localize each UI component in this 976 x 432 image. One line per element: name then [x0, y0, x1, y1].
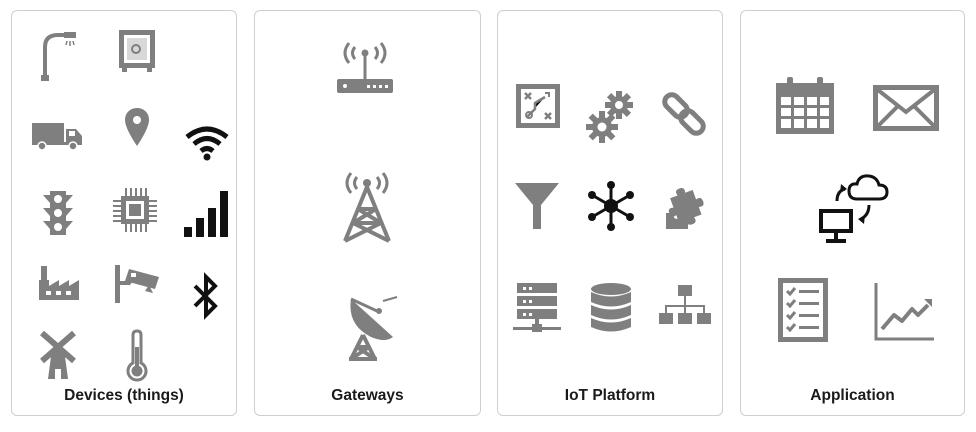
- location-pin-icon: [125, 108, 149, 148]
- radio-tower-icon: [339, 169, 395, 243]
- strategy-board-icon: [515, 83, 561, 129]
- network-hub-icon: [586, 181, 636, 231]
- satellite-dish-icon: [343, 291, 401, 361]
- traffic-light-icon: [43, 191, 73, 235]
- signal-bars-icon: [184, 191, 230, 237]
- gateways-panel: Gateways: [254, 10, 481, 416]
- server-rack-icon: [513, 283, 561, 333]
- puzzle-piece-icon: [656, 179, 712, 235]
- iot-platform-panel-label: IoT Platform: [564, 387, 656, 404]
- devices-panel-label: Devices (things): [64, 387, 184, 404]
- application-panel: Application: [740, 10, 965, 416]
- gateways-panel-label: Gateways: [331, 387, 404, 404]
- wireless-router-icon: [335, 37, 395, 95]
- windmill-icon: [38, 330, 78, 379]
- chain-link-icon: [661, 91, 707, 137]
- line-chart-icon: [874, 283, 934, 341]
- safe-icon: [118, 29, 156, 73]
- devices-panel: Devices (things): [11, 10, 237, 416]
- gears-icon: [586, 91, 634, 143]
- database-icon: [591, 283, 631, 333]
- bluetooth-icon: [193, 272, 219, 321]
- factory-icon: [39, 266, 79, 300]
- wifi-icon: [184, 125, 230, 161]
- filter-funnel-icon: [515, 183, 559, 229]
- street-lamp-icon: [38, 31, 78, 83]
- calendar-icon: [775, 77, 835, 135]
- thermometer-icon: [125, 329, 149, 382]
- microchip-icon: [113, 188, 157, 232]
- cloud-sync-computer-icon: [817, 173, 889, 247]
- delivery-truck-icon: [32, 121, 84, 151]
- checklist-icon: [777, 277, 829, 343]
- iot-platform-panel: IoT Platform: [497, 10, 723, 416]
- security-camera-icon: [115, 265, 161, 303]
- application-panel-label: Application: [810, 387, 895, 404]
- hierarchy-icon: [659, 285, 711, 333]
- envelope-icon: [872, 84, 940, 132]
